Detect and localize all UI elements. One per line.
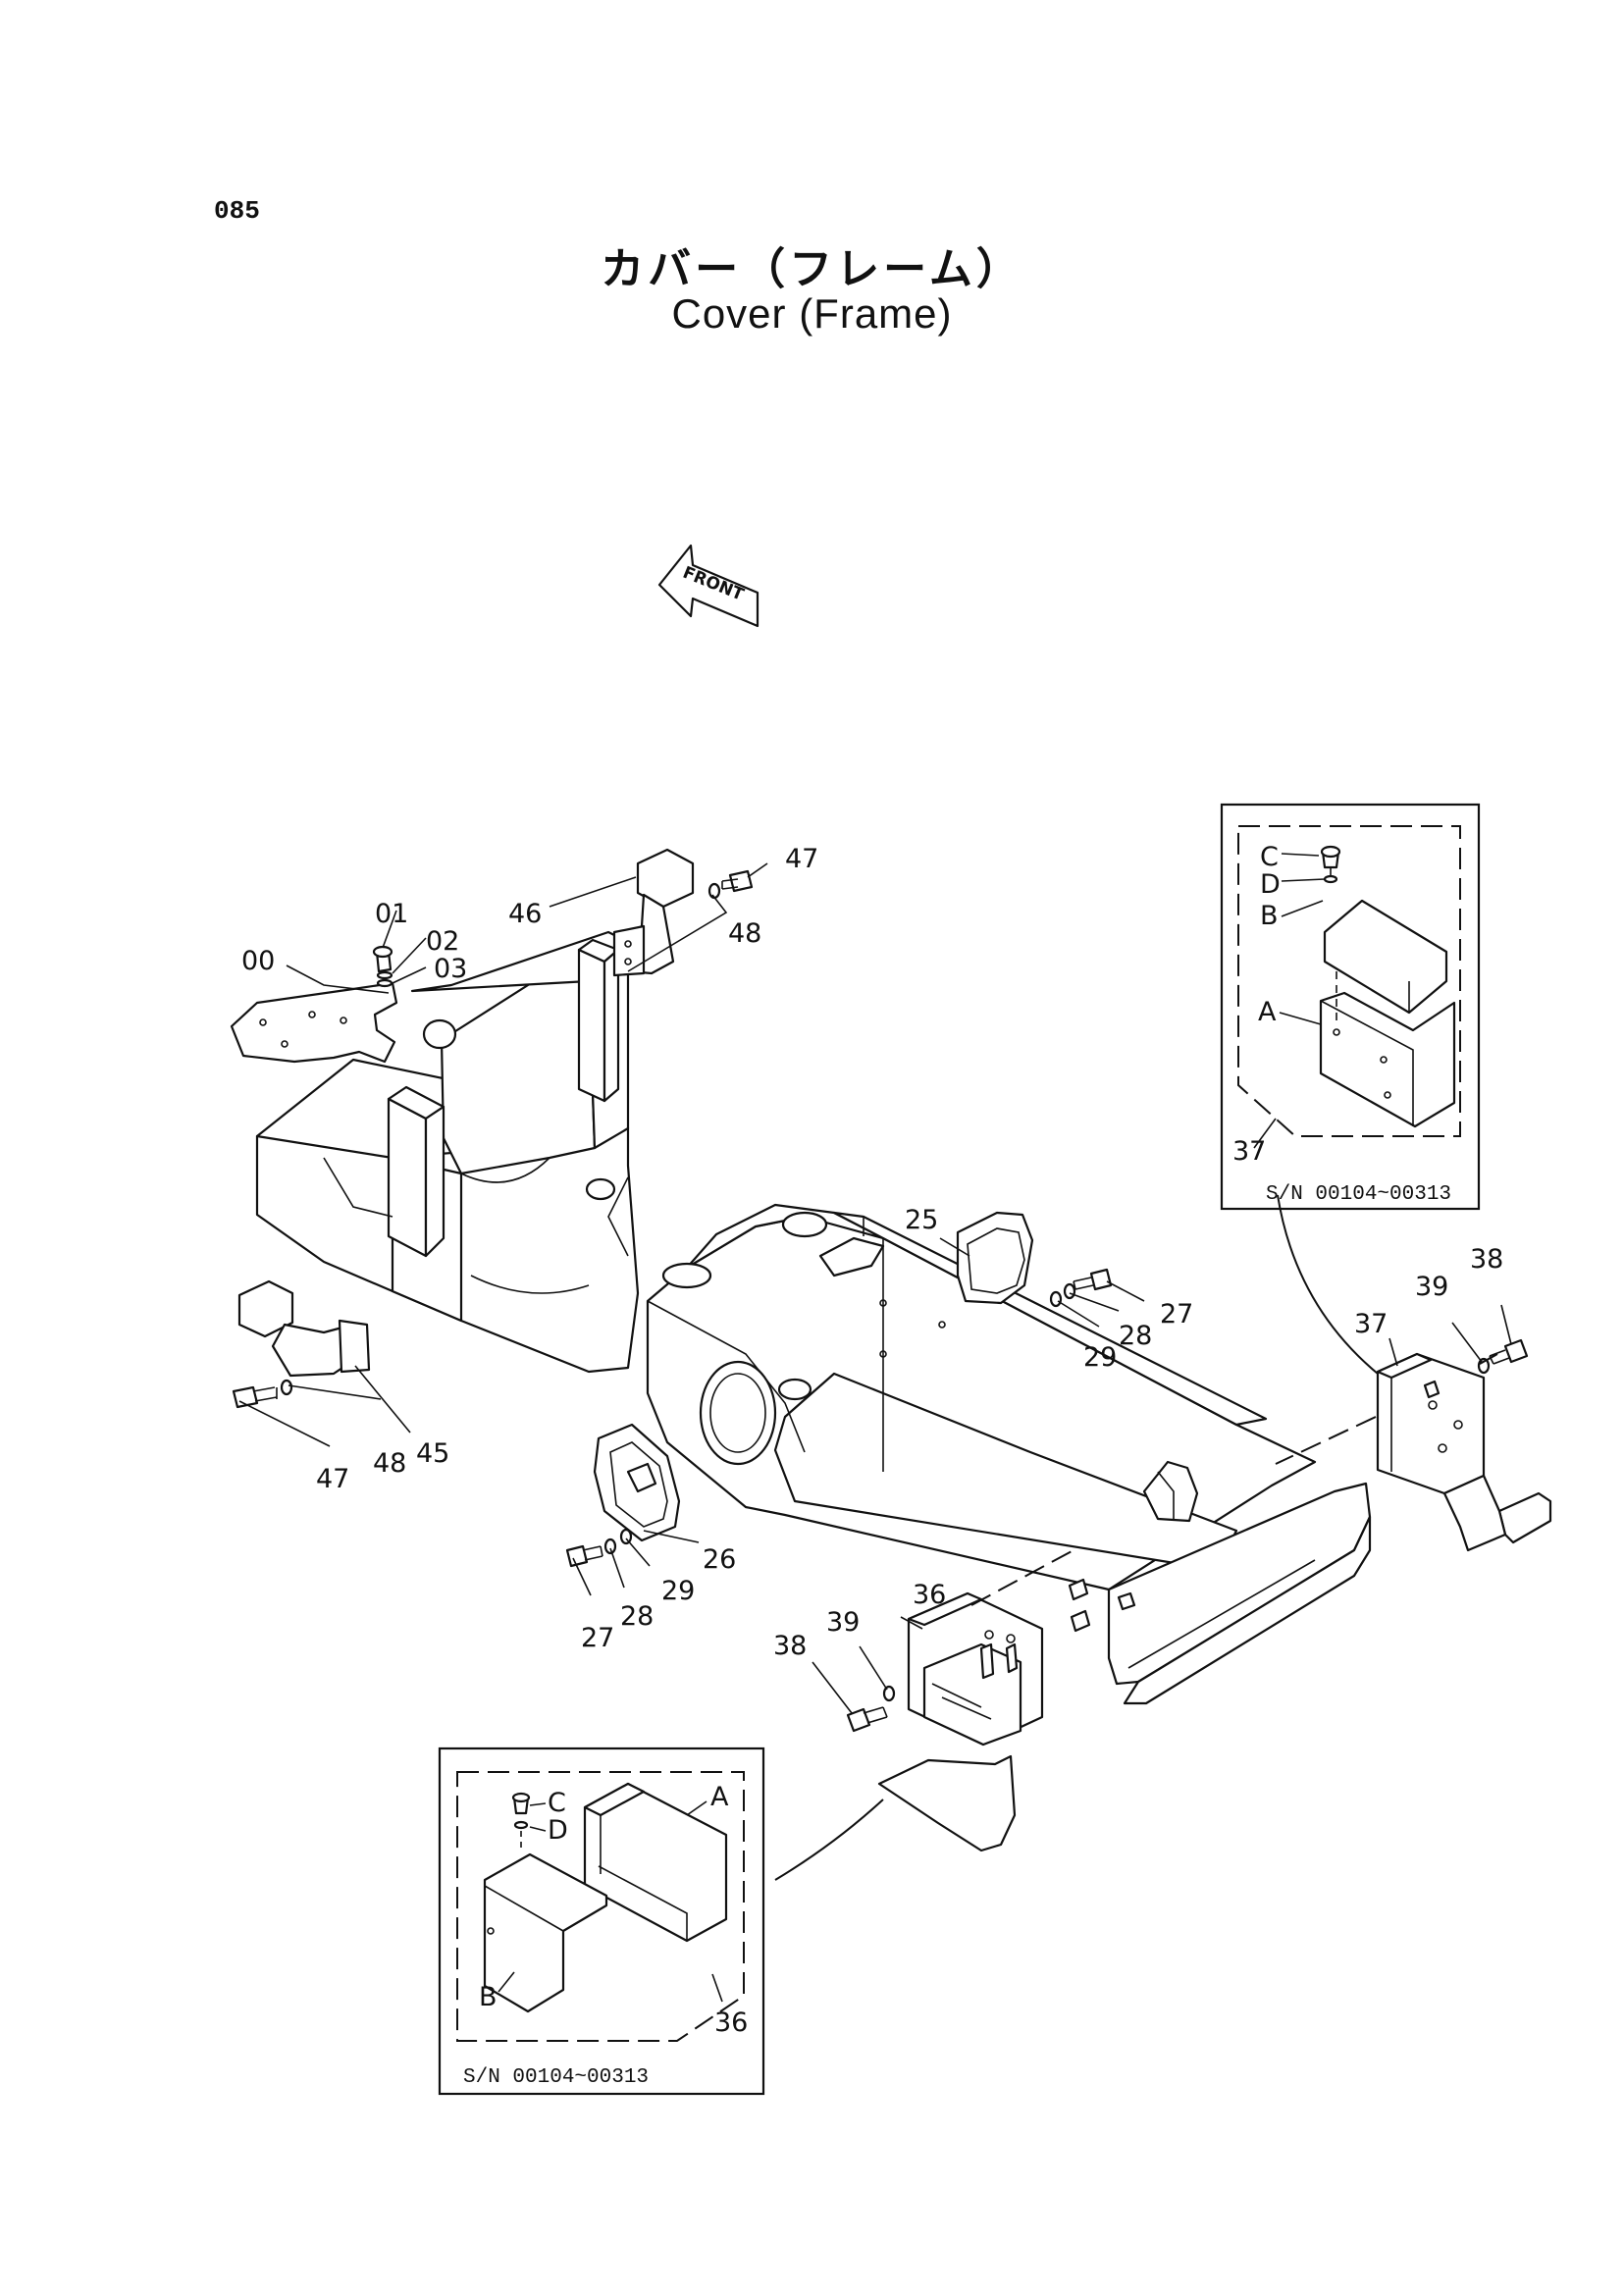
callout-02: 02	[426, 926, 459, 957]
callout-01: 01	[375, 899, 408, 929]
callout-28-right: 28	[1119, 1321, 1152, 1351]
front-arrow: FRONT	[657, 544, 760, 628]
callout-47-top: 47	[785, 844, 818, 874]
cover-25	[956, 1211, 1034, 1305]
callout-39-bottom: 39	[826, 1607, 860, 1638]
bolt-47-left	[232, 1379, 293, 1409]
inset-top-label-ref: 37	[1232, 1136, 1266, 1167]
callout-45: 45	[416, 1438, 449, 1469]
callout-47-left: 47	[316, 1464, 349, 1494]
callout-38-right: 38	[1470, 1244, 1503, 1275]
callout-00: 00	[241, 946, 275, 976]
cover-plate-00	[230, 945, 398, 1064]
bolt-38-39-bottom	[846, 1685, 896, 1733]
inset-bottom-label-c: C	[548, 1788, 566, 1818]
left-frame-structure	[255, 930, 640, 1374]
inset-top-label-c: C	[1260, 842, 1279, 872]
callout-03: 03	[434, 954, 467, 984]
inset-bottom-label-d: D	[548, 1815, 568, 1846]
leader-lines	[238, 862, 1512, 1714]
step-46	[612, 848, 695, 977]
callout-37: 37	[1354, 1309, 1388, 1339]
step-45	[237, 1279, 371, 1378]
bolt-47-top	[707, 869, 754, 900]
inset-top-serial: S/N 00104~00313	[1266, 1183, 1451, 1206]
box-36	[877, 1591, 1044, 1852]
main-frame	[646, 1203, 1372, 1705]
callout-36: 36	[913, 1580, 946, 1610]
callout-46: 46	[508, 899, 542, 929]
title-english: Cover (Frame)	[671, 290, 953, 337]
callout-27-left: 27	[581, 1623, 614, 1653]
bolt-set-27-28-29-left	[565, 1528, 633, 1568]
inset-top-label-a: A	[1258, 997, 1277, 1027]
inset-bottom-label-b: B	[479, 1982, 498, 2012]
callout-48-left: 48	[373, 1448, 406, 1479]
callout-28-left: 28	[620, 1601, 654, 1632]
inset-top-right: C D B A 37 S/N 00104~00313	[1220, 803, 1481, 1211]
callout-38-bottom: 38	[773, 1631, 807, 1661]
callout-48-top: 48	[728, 918, 761, 949]
title-japanese: カバー（フレーム）	[601, 244, 1023, 294]
page-number: 085	[214, 196, 260, 226]
callout-26: 26	[703, 1544, 736, 1575]
callout-29-left: 29	[661, 1576, 695, 1606]
callout-39-right: 39	[1415, 1272, 1448, 1302]
bolt-38-39-right	[1477, 1338, 1529, 1375]
inset-bottom-left: C D A B 36 S/N 00104~00313	[438, 1747, 765, 2096]
box-37	[1376, 1352, 1552, 1552]
inset-bottom-label-ref: 36	[714, 2007, 748, 2038]
callout-27-right: 27	[1160, 1299, 1193, 1329]
callout-29-right: 29	[1083, 1342, 1117, 1373]
cover-26	[593, 1423, 681, 1542]
bolt-set-27-28-29-right	[1049, 1268, 1113, 1308]
inset-bottom-serial: S/N 00104~00313	[463, 2066, 649, 2089]
inset-top-label-d: D	[1260, 869, 1281, 900]
callout-25: 25	[905, 1205, 938, 1235]
inset-top-label-b: B	[1260, 901, 1279, 931]
inset-bottom-label-a: A	[710, 1782, 729, 1812]
